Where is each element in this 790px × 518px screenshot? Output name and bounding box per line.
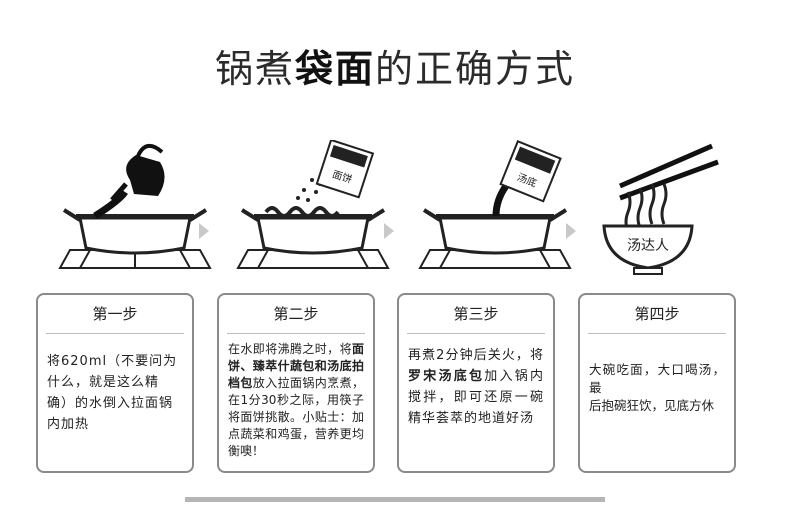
chopsticks-icon xyxy=(619,143,719,201)
bowl-logo: 汤达人 xyxy=(627,238,669,254)
step-text-bold: 罗宋汤底包 xyxy=(408,369,485,384)
noodle-packet-illustration: 面饼 xyxy=(236,140,390,269)
step-text-line: 将620ml（不要问为 xyxy=(47,354,178,369)
packet-icon: 面饼 xyxy=(315,140,375,199)
step-text: 加入锅内搅拌，即可还原一碗精华荟萃的地道好汤 xyxy=(408,369,544,426)
kettle-icon xyxy=(110,144,165,202)
step-card-2: 第二步 在水即将沸腾之时，将面饼、臻萃什蔬包和汤底拍档包放入拉面锅内烹煮，在1分… xyxy=(217,293,375,473)
stove-icon xyxy=(58,249,212,269)
soup-packet-illustration: 汤底 xyxy=(418,140,572,269)
step-description: 再煮2分钟后关火，将罗宋汤底包加入锅内搅拌，即可还原一碗精华荟萃的地道好汤 xyxy=(408,345,544,429)
noodles-icon xyxy=(264,206,340,218)
bottom-divider xyxy=(185,497,605,502)
step-text: 再煮2分钟后关火，将 xyxy=(408,348,544,363)
noodles-icon xyxy=(624,183,668,233)
pot-icon xyxy=(422,208,568,255)
title-part-2: 袋面 xyxy=(294,46,375,91)
step-description: 在水即将沸腾之时，将面饼、臻萃什蔬包和汤底拍档包放入拉面锅内烹煮，在1分30秒之… xyxy=(228,341,364,460)
step-text: 在水即将沸腾之时，将 xyxy=(228,342,352,356)
step-card-4: 第四步 大碗吃面，大口喝汤，最 后抱碗狂饮，见底方休 xyxy=(578,293,736,473)
bowl-chopsticks-illustration: 汤达人 xyxy=(602,143,719,275)
title-part-1: 锅煮 xyxy=(214,47,295,91)
title-part-3: 的正确方式 xyxy=(375,47,576,91)
step-text: 放入拉面锅内烹煮，在1分30秒之际，用筷子将面饼挑散。小贴士：加点蔬菜和鸡蛋，营… xyxy=(228,376,364,458)
step-description: 大碗吃面，大口喝汤，最 后抱碗狂饮，见底方休 xyxy=(589,361,725,415)
step-description: 将620ml（不要问为 什么，就是这么精 确）的水倒入拉面锅 内加热 xyxy=(47,351,183,435)
pouring-soup-icon xyxy=(492,183,509,217)
kettle-pot-illustration xyxy=(58,144,212,269)
step-text-line: 确）的水倒入拉面锅 xyxy=(47,396,174,411)
step-heading: 第二步 xyxy=(227,295,365,334)
packet-icon: 汤底 xyxy=(499,140,562,203)
step-card-1: 第一步 将620ml（不要问为 什么，就是这么精 确）的水倒入拉面锅 内加热 xyxy=(36,293,194,473)
step-text-bold: 面饼、臻萃什蔬包和汤底 xyxy=(228,342,364,373)
chevron-right-icon xyxy=(566,223,576,239)
step-heading: 第一步 xyxy=(46,295,184,334)
step-text-bold: 拍档包 xyxy=(228,359,364,390)
step-text-line: 什么，就是这么精 xyxy=(47,375,160,390)
step-text-line: 内加热 xyxy=(47,417,90,432)
page-title: 锅煮袋面的正确方式 xyxy=(0,38,790,93)
step-text-line: 后抱碗狂饮，见底方休 xyxy=(589,398,715,413)
step-heading: 第四步 xyxy=(588,295,726,334)
stove-icon xyxy=(236,249,390,269)
step-card-3: 第三步 再煮2分钟后关火，将罗宋汤底包加入锅内搅拌，即可还原一碗精华荟萃的地道好… xyxy=(397,293,555,473)
chevron-right-icon xyxy=(199,223,209,239)
stove-icon xyxy=(418,249,572,269)
step-heading: 第三步 xyxy=(407,295,545,334)
pot-icon xyxy=(240,208,386,255)
pouring-water-icon xyxy=(93,189,128,219)
step-text-line: 大碗吃面，大口喝汤，最 xyxy=(589,362,725,395)
chevron-right-icon xyxy=(384,223,394,239)
bowl-icon: 汤达人 xyxy=(602,224,694,275)
pot-icon xyxy=(62,208,208,255)
